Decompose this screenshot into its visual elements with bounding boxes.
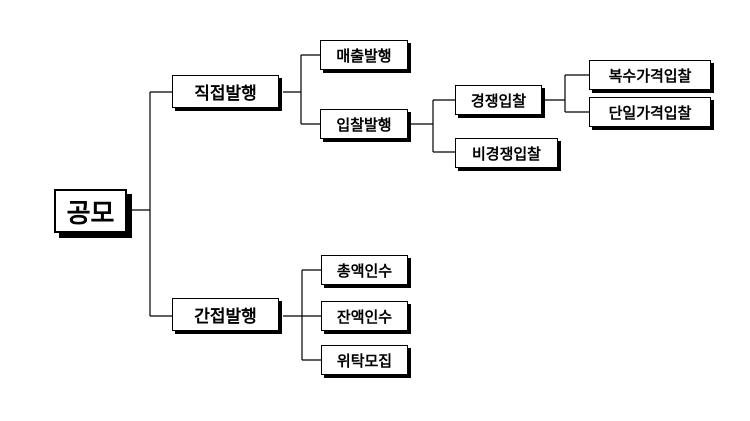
node-total-underwriting: 총액인수 xyxy=(321,255,408,285)
node-indirect-issuance: 간접발행 xyxy=(172,298,279,331)
node-label: 잔액인수 xyxy=(336,307,393,326)
connector-competitive-branch xyxy=(544,74,589,113)
node-label: 비경쟁입찰 xyxy=(471,144,541,163)
node-label: 위탁모집 xyxy=(336,351,393,370)
node-consignment-offering: 위탁모집 xyxy=(321,345,408,375)
node-competitive-bid: 경쟁입찰 xyxy=(455,85,542,115)
node-multi-price-bid: 복수가격입찰 xyxy=(589,60,711,90)
node-direct-issuance: 직접발행 xyxy=(172,75,279,108)
node-residual-underwriting: 잔액인수 xyxy=(321,301,408,331)
node-label: 직접발행 xyxy=(194,84,257,104)
node-noncompetitive-bid: 비경쟁입찰 xyxy=(455,138,558,168)
node-root-public-offering: 공모 xyxy=(54,189,127,233)
node-label: 입찰발행 xyxy=(336,115,392,134)
node-label: 복수가격입찰 xyxy=(608,66,692,85)
node-single-price-bid: 단일가격입찰 xyxy=(589,97,711,127)
node-label: 단일가격입찰 xyxy=(608,103,692,122)
connector-root-branch xyxy=(129,91,172,317)
node-label: 총액인수 xyxy=(336,261,393,280)
connector-bid-branch xyxy=(410,99,455,153)
node-label: 경쟁입찰 xyxy=(470,91,527,110)
node-bid-issuance: 입찰발행 xyxy=(320,109,408,139)
connector-indirect-branch xyxy=(283,269,321,361)
node-sales-issuance: 매출발행 xyxy=(320,40,408,70)
node-label: 간접발행 xyxy=(194,307,257,327)
node-label: 공모 xyxy=(66,198,115,229)
connector-direct-branch xyxy=(283,54,320,125)
node-label: 매출발행 xyxy=(336,46,392,65)
